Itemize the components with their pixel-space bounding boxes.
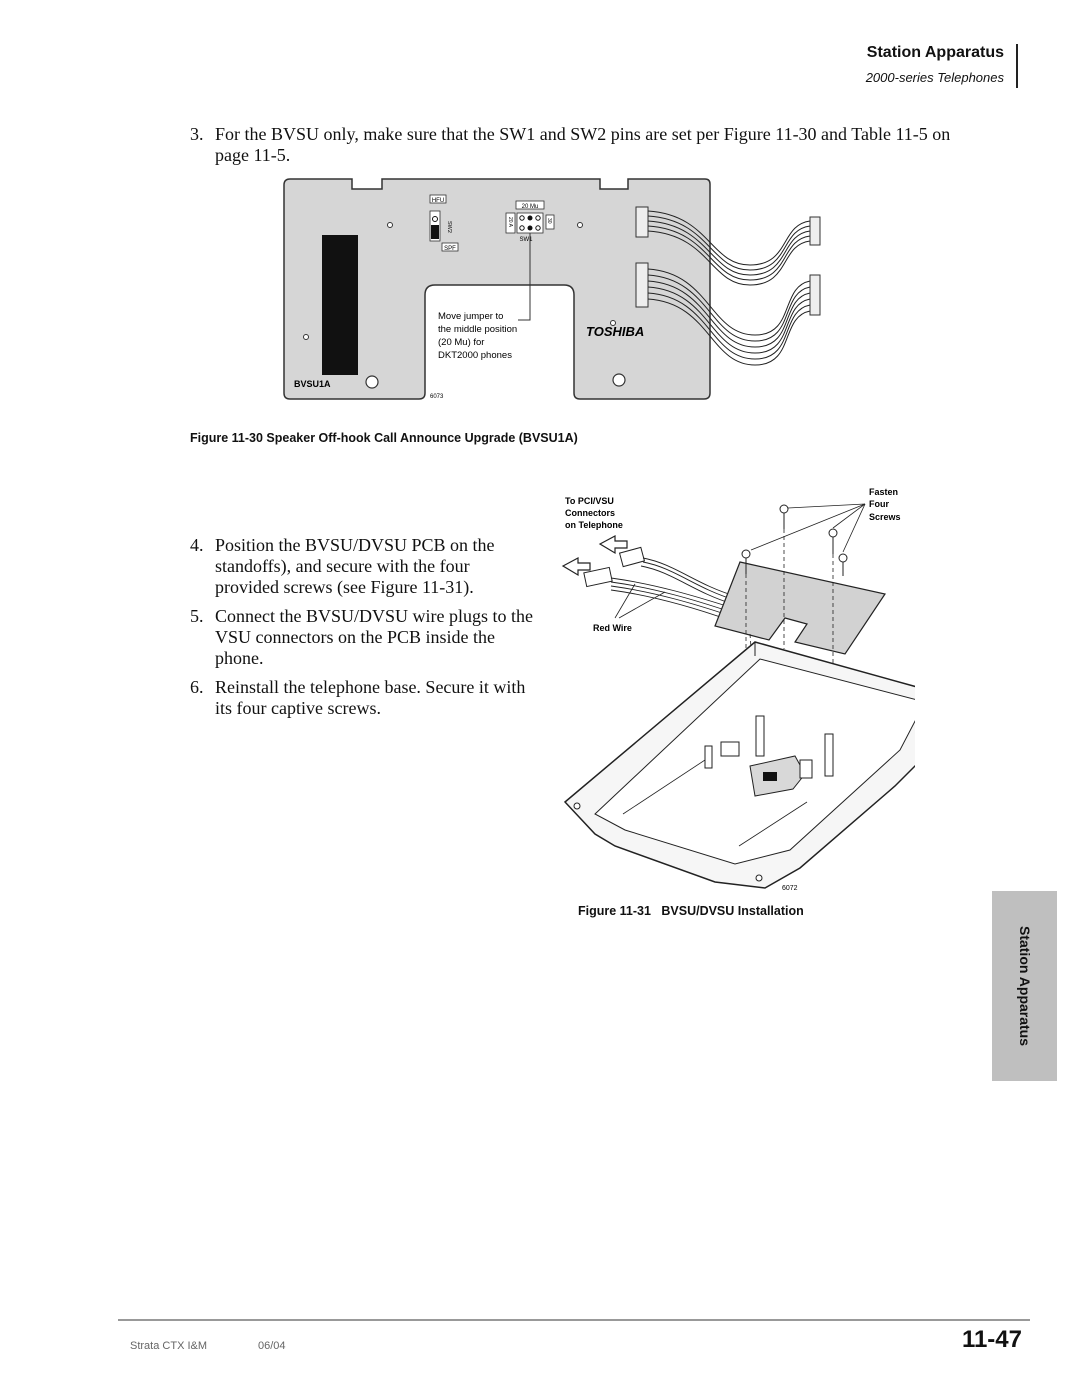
step-text: Connect the BVSU/DVSU wire plugs to the … bbox=[215, 606, 533, 668]
20mu-label: 20 Mu bbox=[522, 204, 539, 210]
footer-doc-title: Strata CTX I&M bbox=[130, 1340, 208, 1352]
step-text: Reinstall the telephone base. Secure it … bbox=[215, 677, 526, 718]
standoff bbox=[704, 715, 834, 777]
30-label: 30 bbox=[546, 218, 552, 224]
step-4: 4. Position the BVSU/DVSU PCB on the sta… bbox=[190, 535, 535, 598]
callout-line-2: the middle position bbox=[438, 324, 517, 335]
section-side-tab: Station Apparatus bbox=[992, 891, 1057, 1081]
section-title: Station Apparatus bbox=[866, 44, 1004, 61]
vsu-connector-block bbox=[749, 755, 806, 797]
wire-plug bbox=[618, 546, 646, 568]
via bbox=[577, 222, 583, 228]
figure-code: 6072 bbox=[782, 885, 798, 892]
board-name: BVSU1A bbox=[294, 379, 331, 389]
to-pci-label-1: To PCI/VSU bbox=[565, 496, 614, 506]
hfu-label: HFU bbox=[432, 198, 444, 204]
to-pci-label-2: Connectors bbox=[565, 508, 615, 518]
board-connector bbox=[635, 206, 649, 238]
figure-11-30-bvsu1a-diagram: HFU SW2 SPF 20 Mu 20 A 30 SW1 Move jumpe… bbox=[283, 178, 821, 400]
header-rule bbox=[1016, 44, 1018, 88]
20a-label: 20 A bbox=[507, 217, 513, 228]
step-3: 3. For the BVSU only, make sure that the… bbox=[190, 124, 980, 166]
figure-11-31-caption: Figure 11-31 BVSU/DVSU Installation bbox=[578, 904, 804, 918]
wire-bundle bbox=[610, 557, 736, 621]
step-number: 4. bbox=[190, 535, 204, 555]
section-subtitle: 2000-series Telephones bbox=[865, 70, 1004, 85]
red-wire-label: Red Wire bbox=[593, 623, 632, 633]
pcb-plate bbox=[714, 561, 886, 655]
step-number: 3. bbox=[190, 124, 204, 144]
board-connector bbox=[635, 262, 649, 308]
to-pci-label-3: on Telephone bbox=[565, 520, 623, 530]
mount-bracket bbox=[720, 741, 740, 757]
cable-plug bbox=[809, 216, 821, 246]
page-number: 11-47 bbox=[961, 1326, 1022, 1353]
vsu-connector bbox=[799, 759, 813, 779]
spf-label: SPF bbox=[444, 246, 456, 252]
step-text: For the BVSU only, make sure that the SW… bbox=[215, 124, 951, 165]
toshiba-logo: TOSHIBA bbox=[586, 324, 644, 339]
step-number: 5. bbox=[190, 606, 204, 626]
footer-date: 06/04 bbox=[258, 1340, 286, 1352]
callout-line-4: DKT2000 phones bbox=[438, 350, 512, 361]
via bbox=[610, 320, 616, 326]
via bbox=[387, 222, 393, 228]
sw1-label: SW1 bbox=[519, 237, 533, 243]
sw2-label: SW2 bbox=[446, 221, 452, 233]
step-6: 6. Reinstall the telephone base. Secure … bbox=[190, 677, 535, 719]
fasten-label-3: Screws bbox=[869, 512, 901, 522]
step-text: Position the BVSU/DVSU PCB on the stando… bbox=[215, 535, 495, 597]
step-5: 5. Connect the BVSU/DVSU wire plugs to t… bbox=[190, 606, 535, 669]
figure-code: 6073 bbox=[430, 394, 444, 400]
wire-cable bbox=[647, 210, 811, 366]
base-inner bbox=[594, 658, 915, 865]
step-number: 6. bbox=[190, 677, 204, 697]
callout-line-3: (20 Mu) for bbox=[438, 337, 484, 348]
cable-plug bbox=[809, 274, 821, 316]
figure-11-31-installation-diagram: To PCI/VSU Connectors on Telephone Faste… bbox=[561, 487, 915, 892]
wire-plug bbox=[583, 566, 613, 588]
mount-hole bbox=[365, 375, 379, 389]
via bbox=[303, 334, 309, 340]
screw bbox=[741, 504, 848, 576]
footer-rule bbox=[118, 1319, 1030, 1321]
fasten-label-1: Fasten bbox=[869, 487, 898, 497]
pcb-outline bbox=[283, 178, 711, 400]
arrow-icon bbox=[598, 535, 628, 555]
figure-11-30-caption: Figure 11-30 Speaker Off-hook Call Annou… bbox=[190, 431, 578, 445]
pcb-chip bbox=[322, 235, 358, 375]
fasten-label-2: Four bbox=[869, 499, 889, 509]
arrow-icon bbox=[561, 557, 591, 577]
callout-line-1: Move jumper to bbox=[438, 311, 503, 322]
callout-leader bbox=[518, 233, 531, 321]
mount-hole bbox=[612, 373, 626, 387]
side-tab-label: Station Apparatus bbox=[1016, 925, 1033, 1047]
